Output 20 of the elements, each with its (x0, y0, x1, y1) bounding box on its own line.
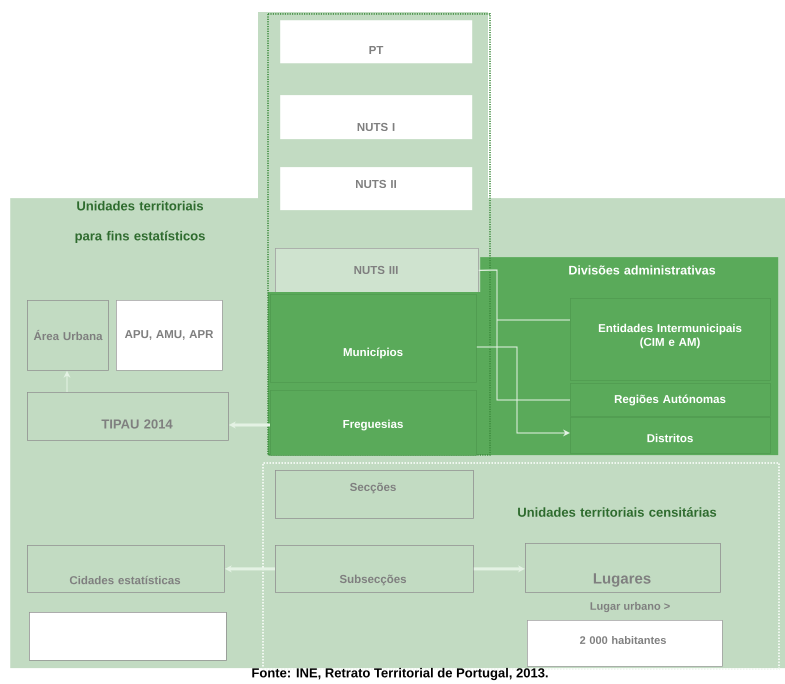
label-box: APU, AMU, APR (116, 300, 223, 371)
label-box: Cidades estatísticas (27, 544, 225, 593)
level-box: PT (280, 20, 472, 64)
label-box: Subsecções (275, 544, 474, 593)
caption: Fonte: INE, Retrato Territorial de Portugal, 2013. (252, 668, 548, 680)
division-box: Distritos (570, 416, 771, 454)
caption-text: Lugar urbano > (590, 602, 670, 612)
level-box: NUTS I (280, 95, 472, 140)
level-box: NUTS II (280, 167, 472, 210)
node-label: Divisões administrativas (569, 265, 716, 275)
label-box: Área Urbana (27, 300, 109, 371)
label-box: TIPAU 2014 (27, 392, 229, 441)
level-box: NUTS III (275, 248, 479, 293)
label-box: 2 000 habitantes (527, 620, 723, 667)
empty-box (29, 612, 227, 661)
level-box: Freguesias (270, 390, 477, 456)
label-box: Lugares (525, 542, 721, 593)
division-box: Regiões Autónomas (570, 382, 771, 417)
label-box: Secções (275, 470, 474, 519)
level-box: Municípios (270, 294, 477, 383)
